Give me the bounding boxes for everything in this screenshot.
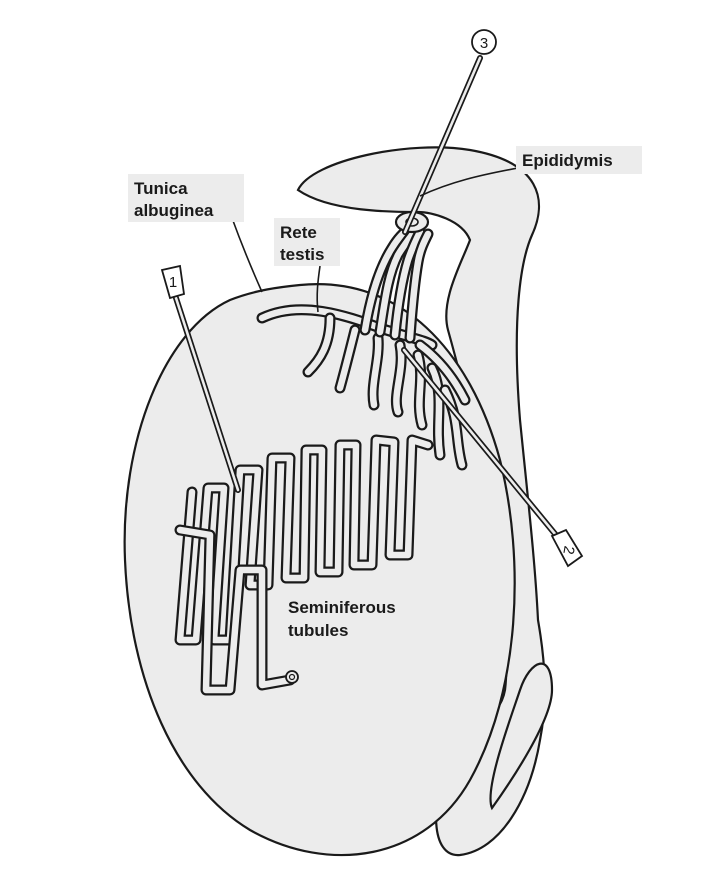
svg-text:albuginea: albuginea xyxy=(134,201,214,220)
needle-3: 3 xyxy=(402,29,497,235)
needle-1-number: 1 xyxy=(169,274,177,291)
epididymis-tail-loop xyxy=(489,662,554,811)
needle-2: 2 xyxy=(401,347,584,568)
svg-text:Epididymis: Epididymis xyxy=(522,151,613,170)
rete-testis-network xyxy=(256,304,471,471)
rete-testis-label: Rete testis xyxy=(274,218,340,266)
seminiferous-tubules xyxy=(174,434,434,696)
svg-text:Tunica: Tunica xyxy=(134,179,188,198)
seminiferous-tubules-label: Seminiferous tubules xyxy=(288,598,396,640)
needle-3-number: 3 xyxy=(480,35,488,52)
epididymis-label: Epididymis xyxy=(516,146,642,174)
leader-lines xyxy=(231,167,519,313)
svg-text:Seminiferous: Seminiferous xyxy=(288,598,396,617)
needle-2-number: 2 xyxy=(559,545,577,556)
epididymis-shape xyxy=(296,146,546,857)
svg-text:tubules: tubules xyxy=(288,621,348,640)
tunica-albuginea-label: Tunica albuginea xyxy=(128,174,244,222)
needle-1: 1 xyxy=(160,264,241,493)
svg-text:Rete: Rete xyxy=(280,223,317,242)
svg-text:testis: testis xyxy=(280,245,324,264)
